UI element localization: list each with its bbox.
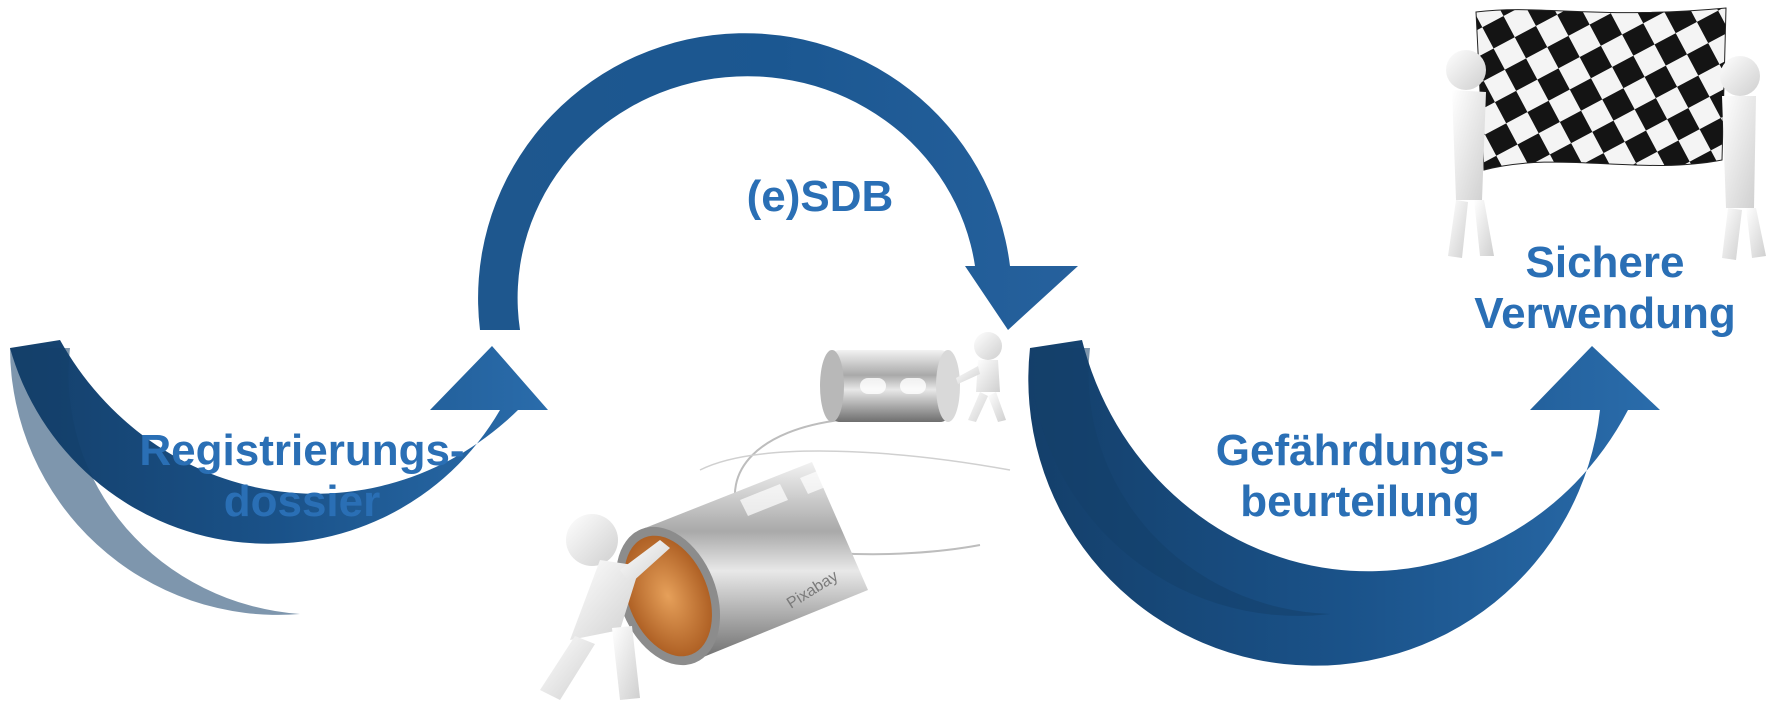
tin-can-telephone-illustration: [540, 332, 1011, 700]
label-line: Gefährdungs-: [1215, 426, 1505, 475]
label-line: dossier: [223, 476, 381, 526]
label-line: Verwendung: [1474, 288, 1736, 338]
flag-holder-figure-right-icon: [1720, 56, 1766, 260]
label-esdb: (e)SDB: [720, 172, 920, 223]
label-line: Sichere: [1525, 238, 1685, 287]
label-line: beurteilung: [1240, 476, 1480, 526]
label-line: Registrierungs-: [139, 426, 465, 475]
label-sichere-verwendung: Sichere Verwendung: [1440, 238, 1770, 339]
label-line: (e)SDB: [746, 172, 894, 221]
label-gefaehrdungsbeurteilung: Gefährdungs- beurteilung: [1180, 426, 1540, 527]
small-figure-icon: [956, 332, 1006, 422]
arc-arrow-registrierung: [10, 340, 548, 615]
small-can-icon: [820, 350, 960, 422]
arc-arrow-gefahr: [1028, 340, 1660, 666]
checkered-flag-illustration: [1418, 7, 1766, 280]
flag-holder-figure-left-icon: [1446, 50, 1494, 258]
pushing-figure-icon: [540, 514, 670, 700]
arc-arrow-esdb: [478, 33, 1079, 330]
label-registrierungsdossier: Registrierungs- dossier: [112, 426, 492, 527]
